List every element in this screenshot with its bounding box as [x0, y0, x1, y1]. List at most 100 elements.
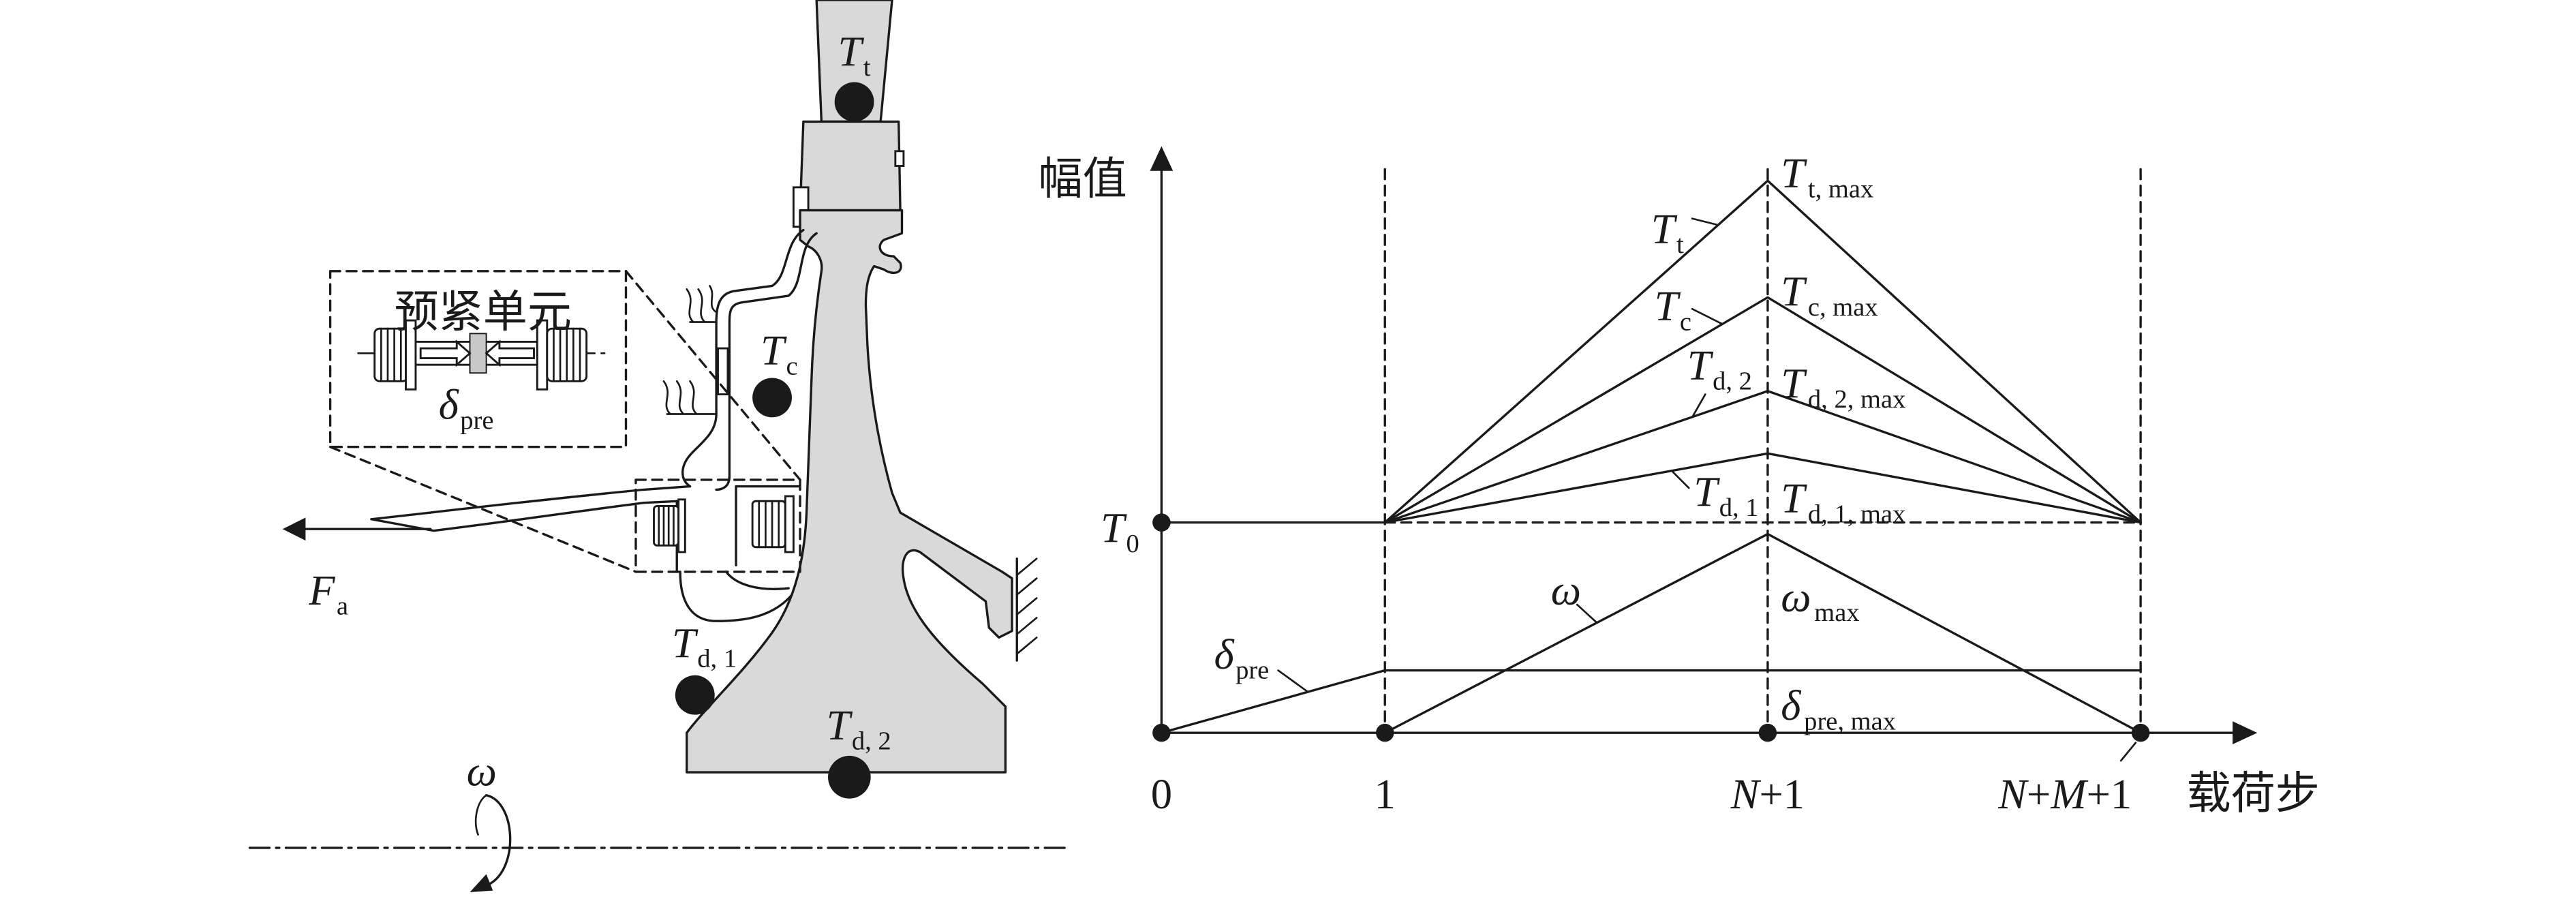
rotation-arrowhead: [470, 874, 493, 892]
curve-label-main: T: [1693, 468, 1720, 515]
x-tick-part: M: [2050, 770, 2089, 818]
curve-label-main: δ: [1214, 630, 1235, 678]
x-tick-part: +: [2027, 770, 2051, 818]
peak-label-sub: max: [1814, 598, 1859, 627]
y-tick-sub: 0: [1126, 530, 1139, 558]
curve-label-main: T: [1651, 205, 1678, 253]
point-td1-marker: [675, 675, 715, 715]
curve-label-omega: ω: [1551, 566, 1581, 614]
point-tt-marker: [834, 82, 874, 122]
point-tc-marker: [752, 378, 792, 418]
labyrinth-teeth-lower: [662, 380, 718, 415]
point-label-sub: t: [863, 53, 871, 82]
cover-plate-arm: [370, 485, 692, 532]
curve-td1: [1383, 452, 2142, 524]
axial-load-arrowhead: [282, 517, 306, 541]
step-1-marker: [1375, 723, 1394, 742]
peak-label-main: T: [1781, 474, 1807, 522]
peak-label-main: T: [1781, 359, 1807, 407]
rotation-arc-back: [474, 794, 487, 836]
leader-delta-pre: [1277, 669, 1309, 693]
rotation-arc: [485, 794, 512, 885]
detail-connector-lower: [328, 446, 637, 573]
curve-omega: [1383, 532, 2142, 734]
leader-omega: [1576, 603, 1598, 624]
platform-notch: [894, 150, 905, 167]
point-label-main: T: [672, 619, 699, 667]
peak-label-sub: t, max: [1808, 174, 1873, 203]
preload-unit-title: 预紧单元: [395, 287, 572, 338]
curve-delta-pre: [1160, 669, 2142, 734]
point-label-main: T: [827, 701, 853, 749]
blade-platform: [799, 120, 902, 212]
point-label-main: T: [838, 27, 864, 75]
point-label-sub: c: [786, 352, 797, 381]
preload-bolts-small: [653, 495, 795, 553]
x-tick-part: N: [1730, 770, 1762, 818]
point-td2-marker: [828, 755, 871, 799]
ground-support: [1015, 557, 1038, 662]
preload-middle-block: [469, 333, 487, 374]
axial-load-sub: a: [337, 592, 348, 621]
curve-label-sub: pre: [1236, 656, 1269, 685]
peak-label-sub: d, 2, max: [1808, 385, 1906, 414]
cover-plate: [370, 228, 818, 622]
step-n1-marker: [1758, 723, 1777, 742]
curve-label-main: ω: [1551, 566, 1581, 614]
peak-label-main: ω: [1781, 573, 1811, 621]
x-tick-part: +1: [2087, 770, 2132, 818]
peak-label-sub: c, max: [1808, 293, 1878, 322]
curve-label-main: T: [1655, 282, 1681, 330]
x-tick-n1: N+1: [1730, 770, 1805, 818]
detail-connector-upper: [624, 270, 801, 481]
x-tick-part: 0: [1151, 770, 1172, 818]
x-tick-1: 1: [1375, 770, 1396, 818]
x-axis-arrowhead: [2233, 721, 2258, 745]
rotation-label: ω: [467, 747, 497, 795]
seal-insert: [717, 347, 729, 396]
leader-tc: [1691, 307, 1723, 325]
leader-td1: [1671, 470, 1690, 489]
y-axis-label: 幅值: [1039, 153, 1127, 204]
origin-marker: [1152, 723, 1171, 742]
preload-delta-main: δ: [439, 381, 459, 429]
step-nm1-marker: [2131, 723, 2150, 742]
curve-label-sub: t: [1676, 230, 1684, 259]
preload-arrow-left: [485, 339, 535, 367]
curve-td2: [1383, 390, 2142, 524]
leader-nm1: [2119, 742, 2137, 762]
leader-tt: [1691, 217, 1719, 226]
peak-label-main: T: [1781, 267, 1807, 315]
point-label-sub: d, 1: [697, 645, 737, 673]
x-tick-0: 0: [1151, 770, 1172, 818]
curve-tc: [1383, 296, 2142, 524]
preload-arrow-right: [419, 339, 472, 367]
preload-unit-illustration: [357, 319, 606, 391]
x-tick-part: 1: [1375, 770, 1396, 818]
detail-box-small: [634, 478, 801, 573]
axial-load-main: F: [308, 566, 335, 614]
point-label-main: T: [761, 326, 787, 374]
labyrinth-teeth-upper: [686, 285, 718, 323]
peak-label-sub: d, 1, max: [1808, 500, 1906, 529]
